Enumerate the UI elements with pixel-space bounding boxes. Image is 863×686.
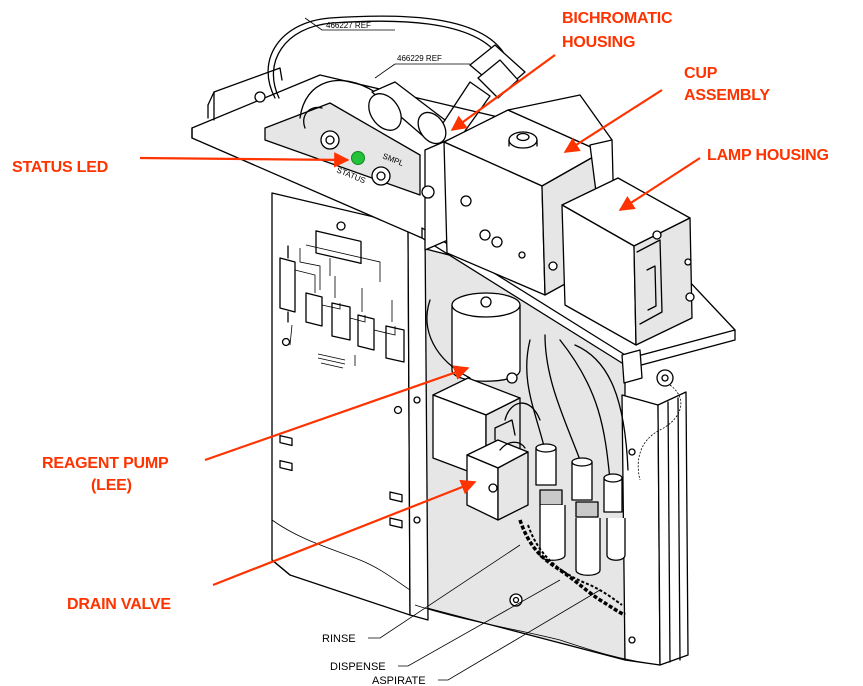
callout-reagent-line1: REAGENT PUMP [42,455,169,472]
left-panel [271,192,411,616]
lamp-housing-block [561,177,695,346]
retaining-chain [621,349,682,481]
dispense-label: DISPENSE [330,661,386,673]
callout-drain-valve: DRAIN VALVE [67,596,171,613]
valve-bank [504,334,629,617]
ref-466229: 466229 REF [397,54,442,63]
rinse-label: RINSE [322,633,356,645]
arrow-bichromatic [450,54,556,131]
drain-valve-assembly [466,419,529,521]
callout-bichromatic-line2: HOUSING [562,34,635,51]
arrow-lamp [618,157,701,211]
callout-lamp: LAMP HOUSING [707,147,829,164]
valve-fittings [535,443,623,518]
arrow-cup [563,89,663,153]
ref-466227: 466227 REF [326,21,371,30]
cables [267,15,526,199]
bottom-leaders [368,544,601,681]
callout-cup-line1: CUP [684,65,718,82]
aspirate-label: ASPIRATE [372,675,426,686]
callout-reagent-line2: (LEE) [91,477,132,494]
callout-cup-line2: ASSEMBLY [684,87,770,104]
panel-schematic [279,244,405,369]
callout-status-led: STATUS LED [12,159,108,176]
reagent-pump-assembly [426,292,521,479]
callout-bichromatic-line1: BICHROMATIC [562,10,673,27]
arrow-drain [212,479,477,587]
status-led-indicator [351,151,365,165]
arrow-status [139,152,350,168]
reference-leaders [304,17,470,79]
callout-arrows [139,54,701,587]
arrow-pump [204,365,470,462]
